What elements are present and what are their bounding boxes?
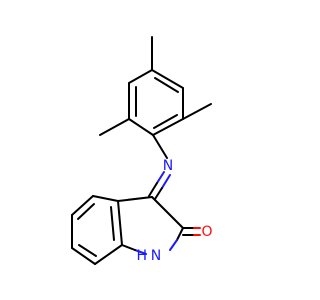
bond-nh-c7a-n [134, 249, 147, 255]
imine-bond-outer-c [148, 182, 158, 197]
benzo-bond-c7a-c3a [117, 200, 123, 246]
mesityl-ring [128, 69, 184, 136]
benzo-bond-c6-c7 [71, 247, 96, 265]
structure-svg: N O N H [71, 36, 213, 265]
bond-ring-bottom-left [128, 118, 154, 136]
benzo-bond-c4-c5 [71, 195, 94, 216]
benzo-bond-c6-c7-inner [78, 244, 97, 257]
bond-nh-c7a-c [121, 244, 136, 251]
imine-double-bond [148, 171, 171, 200]
benzo-bond-c4-c5-inner [77, 203, 95, 220]
benzo-ring [71, 195, 123, 265]
amide-h-label: H [136, 248, 147, 264]
carbonyl-o-label: O [201, 224, 212, 240]
benzo-bond-c7-c7a [94, 244, 123, 265]
carbonyl-double-bond [182, 227, 201, 236]
bond-ring-bottom-right [152, 118, 184, 136]
bond-c3-c2 [151, 196, 184, 229]
imine-bond-inner-c [154, 187, 163, 200]
bond-ring-to-imine-n [152, 134, 168, 159]
bond-c3-c3a [117, 196, 153, 202]
imine-bond-inner-n [161, 174, 171, 189]
methyl-bond-right [182, 103, 212, 120]
bond-c2-nh-c [176, 227, 184, 241]
bond-ring-bottom-right-inner [153, 114, 178, 129]
lactam-ring [117, 196, 184, 255]
imine-n-label: N [163, 158, 173, 174]
imine-bond-outer-n [156, 171, 165, 184]
bond-ring-top-left [128, 69, 153, 84]
molecule-diagram: N O N H [71, 36, 213, 265]
benzo-bond-c7a-c3a-inner [110, 206, 115, 241]
bond-c2-nh-n [169, 239, 178, 251]
bond-ring-top-right-inner [154, 77, 179, 93]
atom-labels: N O N H [136, 158, 212, 264]
methyl-bond-left [99, 118, 130, 136]
methyl-groups [99, 36, 212, 136]
bond-ring-top-right [151, 69, 184, 89]
amide-n-label: N [151, 248, 161, 264]
benzo-bond-c3a-c4 [92, 195, 119, 202]
